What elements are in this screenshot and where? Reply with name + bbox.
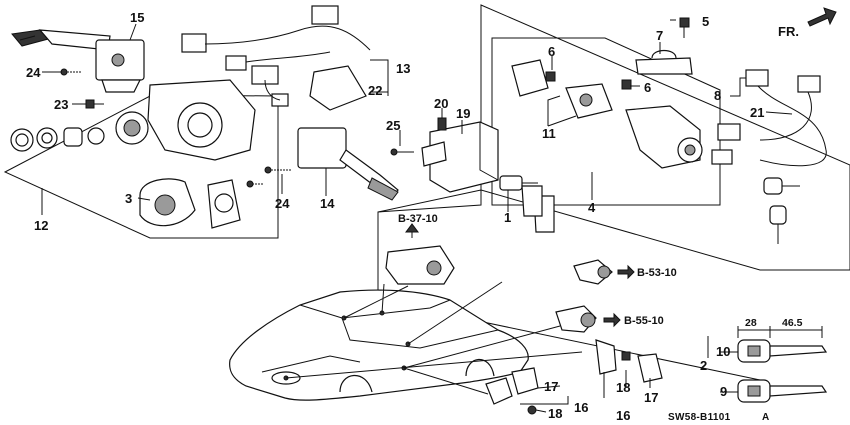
label-6-right: 6: [644, 80, 651, 95]
part-labels: 15 24 23 3 12 24 14 13 22 25 20 19 1 4 5…: [26, 10, 764, 423]
diagram-revision: A: [762, 412, 770, 423]
label-21: 21: [750, 105, 764, 120]
front-direction-arrow: FR.: [778, 7, 837, 39]
diagram-code: SW58-B1101: [668, 412, 731, 423]
part-16-sensor-left: [485, 367, 539, 415]
label-16-left: 16: [574, 400, 588, 415]
label-22: 22: [368, 83, 382, 98]
key-dimension-lines: [737, 326, 823, 338]
label-8: 8: [714, 88, 721, 103]
screw-beside-part-3: [246, 180, 264, 188]
label-18-left: 18: [548, 406, 562, 421]
screw-24-middle: [264, 166, 292, 174]
label-11: 11: [542, 126, 556, 141]
ref-b5310-component: [573, 259, 635, 285]
part-1-key-set: [499, 175, 555, 233]
ref-b3710-component: [385, 223, 455, 285]
label-24-left: 24: [26, 65, 41, 80]
label-13: 13: [396, 61, 410, 76]
key-9: [737, 379, 828, 403]
bolt-6-right: [621, 79, 632, 90]
leader-lines: [41, 19, 793, 413]
label-24-middle: 24: [275, 196, 290, 211]
part-11-switch-body: [511, 59, 613, 119]
ref-b3710-label: B-37-10: [398, 213, 438, 225]
spare-keys: [763, 177, 800, 244]
part-8-connector-harness: [711, 69, 827, 167]
label-9: 9: [720, 384, 727, 399]
label-18-right: 18: [616, 380, 630, 395]
clip-20: [437, 117, 447, 131]
screw-23: [85, 99, 104, 109]
screw-24-left: [60, 68, 82, 76]
part-16-sensor-right: [595, 339, 663, 383]
label-17-right: 17: [644, 390, 658, 405]
label-3: 3: [125, 191, 132, 206]
label-6-left: 6: [548, 44, 555, 59]
bracket-7: [635, 49, 693, 75]
label-17-left: 17: [544, 379, 558, 394]
label-1: 1: [504, 210, 511, 225]
part-14-wiper-switch: [297, 127, 399, 201]
bolt-6-left: [545, 71, 556, 82]
ref-b5510-label: B-55-10: [624, 315, 664, 327]
label-14: 14: [320, 196, 335, 211]
car-outline: [229, 289, 529, 401]
ref-b5310-label: B-53-10: [637, 267, 677, 279]
part-13-wire-harness: [181, 5, 371, 111]
ref-b5510-component: [555, 305, 621, 333]
label-15: 15: [130, 10, 144, 25]
label-7: 7: [656, 28, 663, 43]
label-23: 23: [54, 97, 68, 112]
key-blade-dimension: 46.5: [782, 317, 803, 329]
label-2: 2: [700, 358, 707, 373]
bolt-5: [679, 17, 690, 38]
label-19: 19: [456, 106, 470, 121]
front-direction-label: FR.: [778, 24, 799, 39]
part-12-cable-reel-assembly: [10, 79, 256, 229]
label-25: 25: [386, 118, 400, 133]
label-20: 20: [434, 96, 448, 111]
label-5: 5: [702, 14, 709, 29]
bolt-25: [390, 148, 414, 156]
key-head-dimension: 28: [745, 317, 757, 329]
label-4: 4: [588, 200, 596, 215]
key-10: [737, 339, 828, 363]
steering-lock-assembly: [625, 105, 703, 169]
part-19-control-unit: [421, 121, 499, 193]
group-frame-12: [3, 94, 279, 239]
label-12: 12: [34, 218, 48, 233]
label-10: 10: [716, 344, 730, 359]
part-15-combination-switch: [11, 29, 145, 93]
label-16-right: 16: [616, 408, 630, 423]
